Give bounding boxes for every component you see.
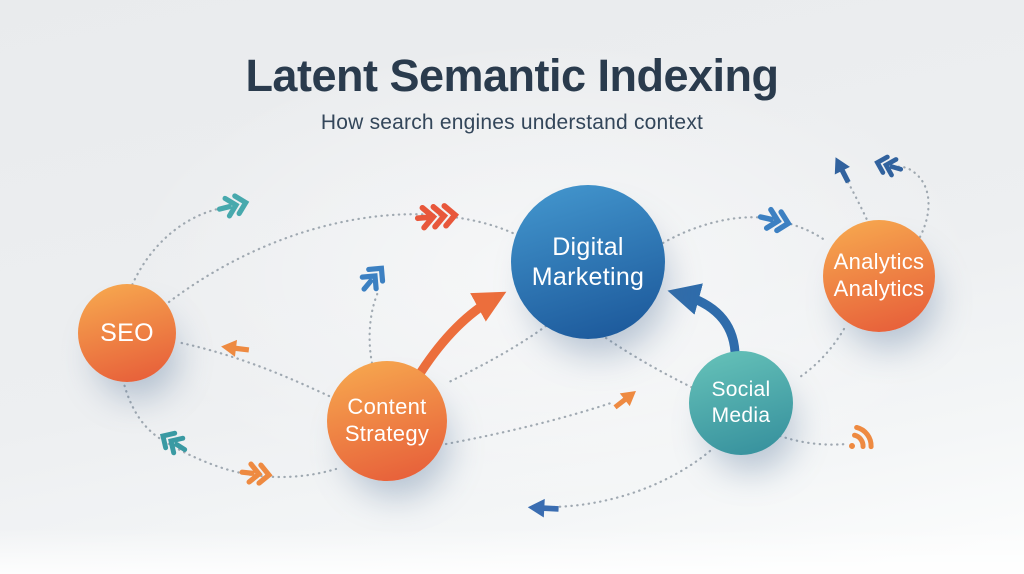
arrow-orange-left-icon <box>221 339 250 357</box>
link-content-right <box>444 400 616 446</box>
link-analytics-social <box>795 327 846 381</box>
node-seo: SEO <box>78 284 176 382</box>
link-seo-up <box>128 206 224 292</box>
flow-social-to-digital <box>667 283 740 357</box>
link-analytics-loop <box>894 165 930 239</box>
chevron-teal-down-icon <box>159 430 188 456</box>
link-social-signal <box>778 434 848 446</box>
arrow-darkblue-upleft-icon <box>834 157 851 184</box>
chevron-blue-upright-icon <box>359 265 386 292</box>
page-title: Latent Semantic Indexing <box>245 50 779 101</box>
link-analytics-up <box>843 175 871 226</box>
link-content-up <box>368 288 381 365</box>
link-top-arc <box>167 213 519 304</box>
chevron-blue-right-icon <box>757 206 792 234</box>
arrow-blue-left-icon <box>527 498 559 518</box>
link-social-left <box>550 449 712 509</box>
signal-arcs-icon <box>849 424 874 450</box>
node-label: Marketing <box>531 263 645 291</box>
chevron-orange-right-icon <box>239 461 273 486</box>
node-label: SEO <box>100 318 154 347</box>
chevron-darkblue-left-icon <box>874 154 904 178</box>
arrow-orange-upright-icon <box>613 390 636 410</box>
link-digital-social <box>604 336 697 391</box>
chevron-red-right-icon <box>414 203 460 231</box>
node-label: Analytics <box>833 249 925 275</box>
link-digital-content <box>447 324 548 384</box>
link-content-seo <box>175 340 331 398</box>
link-seo-bottom <box>121 378 338 479</box>
node-label: Strategy <box>344 421 430 446</box>
node-label: Analytics <box>833 276 925 301</box>
header: Latent Semantic Indexing How search engi… <box>0 50 1024 135</box>
flow-content-to-digital <box>416 291 507 377</box>
node-label: Media <box>711 404 771 427</box>
link-digital-analytics <box>661 216 828 245</box>
node-label: Digital <box>552 232 624 261</box>
chevron-teal-upright-icon <box>216 193 250 219</box>
node-label: Social <box>711 378 771 402</box>
page-subtitle: How search engines understand context <box>320 111 704 134</box>
node-label: Content <box>347 394 427 420</box>
